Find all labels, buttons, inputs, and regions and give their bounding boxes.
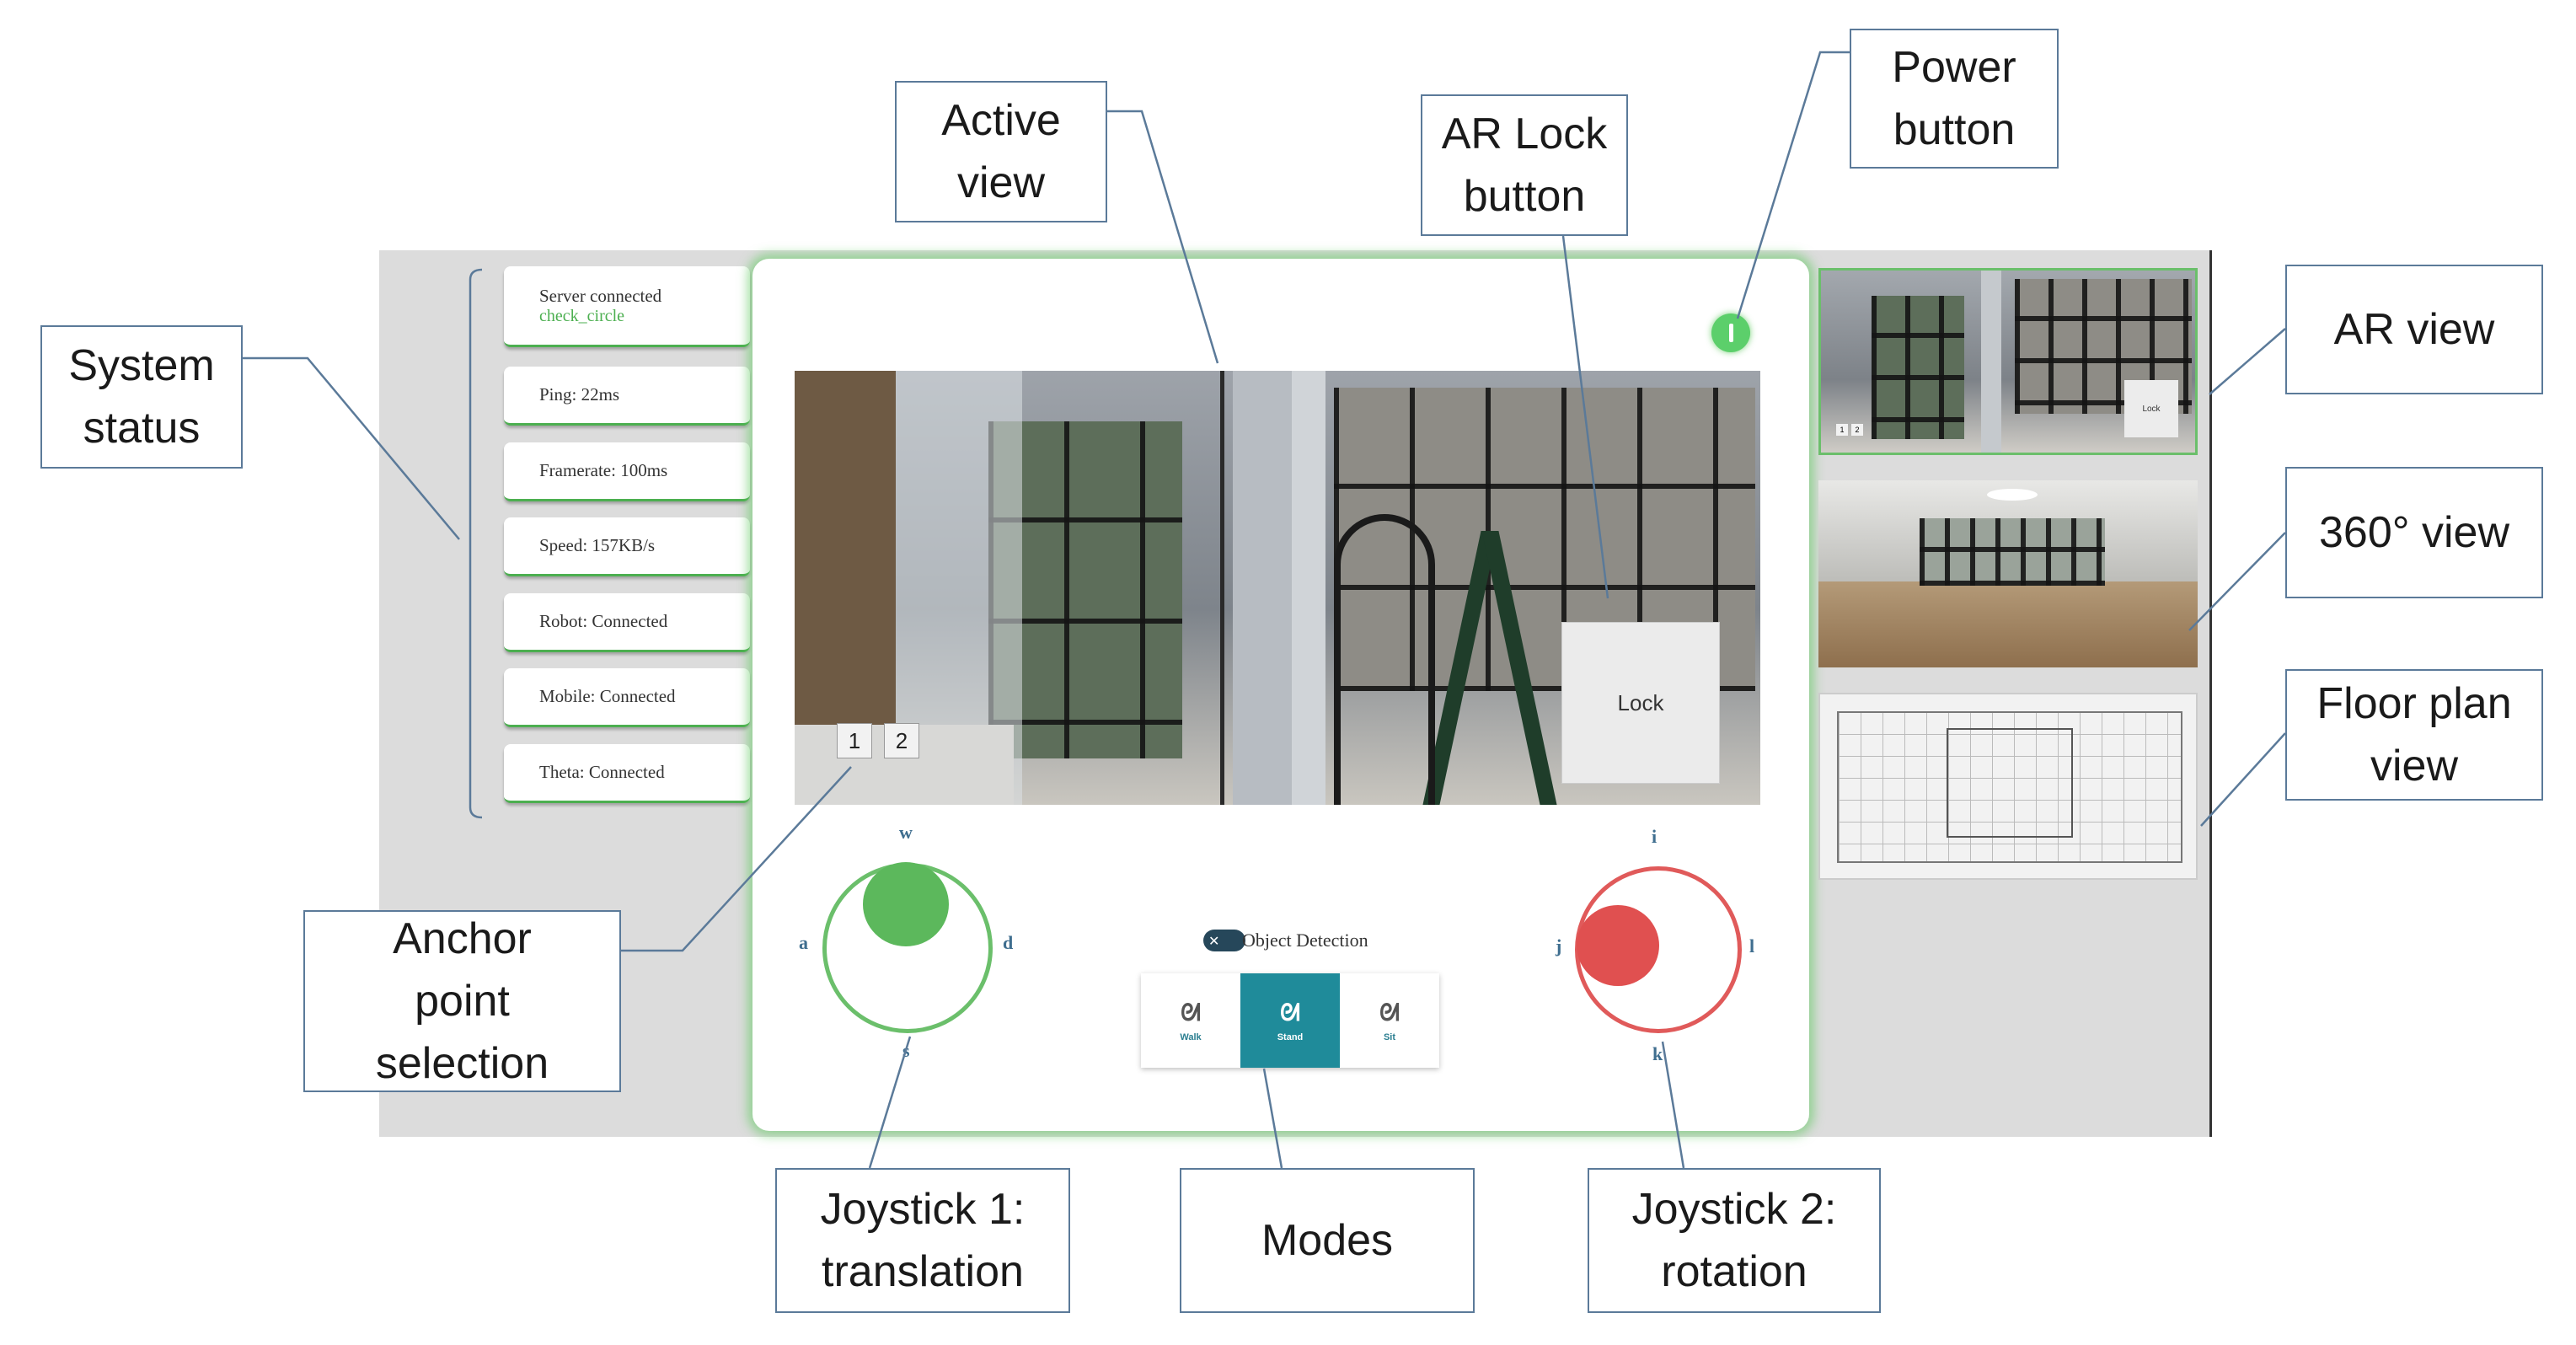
- callout-ar-lock-button: AR Lock button: [1421, 94, 1628, 236]
- leader-ar-view: [2209, 328, 2286, 395]
- view360-windows: [1920, 518, 2105, 586]
- joystick-key-j: j: [1556, 935, 1562, 957]
- mode-selector: ᘛ Walk ᘛ Stand ᘛ Sit: [1141, 973, 1439, 1068]
- mode-walk-button[interactable]: ᘛ Walk: [1141, 973, 1240, 1068]
- scene-column-2: [1292, 371, 1325, 805]
- status-ping: Ping: 22ms: [504, 367, 750, 426]
- object-detection-label: Object Detection: [1242, 930, 1368, 951]
- power-button[interactable]: [1711, 313, 1750, 352]
- status-speed-label: Speed: 157KB/s: [539, 535, 656, 555]
- joystick-translation-knob[interactable]: [863, 862, 949, 946]
- status-robot-label: Robot: Connected: [539, 611, 668, 631]
- callout-active-view: Active view: [895, 81, 1107, 222]
- status-theta-label: Theta: Connected: [539, 762, 665, 782]
- callout-ar-view-text: AR view: [2333, 305, 2495, 354]
- callout-anchor-text: Anchor point selection: [375, 914, 549, 1088]
- anchor-point-1-button[interactable]: 1: [837, 723, 872, 758]
- joystick-key-d: d: [1003, 932, 1014, 953]
- status-mobile: Mobile: Connected: [504, 668, 750, 727]
- callout-modes-text: Modes: [1261, 1216, 1394, 1265]
- status-server: Server connected check_circle: [504, 266, 750, 347]
- floor-plan-core: [1947, 728, 2073, 838]
- callout-360-view-text: 360° view: [2318, 508, 2510, 557]
- callout-joystick-2: Joystick 2: rotation: [1588, 1168, 1881, 1313]
- ar-thumb-anchor-1: 1: [1836, 424, 1848, 436]
- status-framerate-label: Framerate: 100ms: [539, 460, 668, 480]
- callout-power-button: Power button: [1850, 29, 2059, 169]
- floor-plan-thumbnail[interactable]: [1818, 693, 2198, 880]
- callout-joystick-1-text: Joystick 1: translation: [820, 1185, 1026, 1296]
- joystick-rotation-knob[interactable]: [1577, 905, 1659, 986]
- ar-thumb-column: [1981, 271, 2001, 453]
- joystick-key-s: s: [902, 1040, 910, 1061]
- scene-view-seam: [1220, 371, 1224, 805]
- walk-icon: ᘛ: [1181, 999, 1201, 1026]
- callout-360-view: 360° view: [2285, 467, 2543, 598]
- callout-modes: Modes: [1180, 1168, 1475, 1313]
- object-detection-toggle[interactable]: ✕: [1203, 930, 1245, 951]
- status-ping-label: Ping: 22ms: [539, 384, 620, 405]
- app-right-edge: [2209, 250, 2212, 1137]
- joystick-key-k: k: [1652, 1043, 1663, 1064]
- anchor-point-2-button[interactable]: 2: [884, 723, 919, 758]
- callout-floor-plan-text: Floor plan view: [2316, 679, 2512, 790]
- mode-stand-label: Stand: [1277, 1032, 1304, 1042]
- status-speed: Speed: 157KB/s: [504, 517, 750, 576]
- callout-anchor-point-selection: Anchor point selection: [303, 910, 621, 1092]
- view-360-thumbnail[interactable]: [1818, 480, 2198, 667]
- ar-thumb-anchor-2: 2: [1851, 424, 1863, 436]
- dog-sit-icon: ᘛ: [1379, 999, 1400, 1026]
- status-server-label: Server connected: [539, 285, 662, 306]
- mode-stand-button[interactable]: ᘛ Stand: [1240, 973, 1340, 1068]
- ar-thumb-window: [1872, 296, 1964, 439]
- callout-floor-plan-view: Floor plan view: [2285, 669, 2543, 801]
- callout-power-text: Power button: [1892, 43, 2016, 154]
- status-framerate: Framerate: 100ms: [504, 442, 750, 501]
- mode-sit-button[interactable]: ᘛ Sit: [1340, 973, 1439, 1068]
- scene-dolly: [1334, 514, 1435, 805]
- status-theta: Theta: Connected: [504, 744, 750, 803]
- ar-view-thumbnail[interactable]: Lock 1 2: [1818, 268, 2198, 455]
- status-robot: Robot: Connected: [504, 593, 750, 652]
- joystick-key-l: l: [1749, 935, 1755, 957]
- status-mobile-label: Mobile: Connected: [539, 686, 676, 706]
- callout-system-status: System status: [40, 325, 243, 469]
- joystick-key-w: w: [899, 822, 913, 843]
- joystick-key-a: a: [799, 932, 808, 953]
- callout-ar-view: AR view: [2285, 265, 2543, 394]
- ar-thumb-window-2: [2015, 279, 2192, 414]
- callout-active-view-text: Active view: [941, 96, 1061, 207]
- joystick-key-i: i: [1652, 826, 1658, 847]
- mode-walk-label: Walk: [1180, 1032, 1202, 1042]
- dog-stand-icon: ᘛ: [1280, 999, 1300, 1026]
- toggle-x-icon: ✕: [1208, 932, 1220, 949]
- check-circle-icon: check_circle: [539, 306, 625, 325]
- leader-floor-plan: [2200, 732, 2286, 827]
- mode-sit-label: Sit: [1383, 1032, 1396, 1042]
- view360-floor: [1818, 581, 2198, 667]
- ar-thumb-lock: Lock: [2124, 380, 2178, 437]
- callout-joystick-2-text: Joystick 2: rotation: [1631, 1185, 1837, 1296]
- callout-system-status-text: System status: [68, 341, 215, 453]
- callout-joystick-1: Joystick 1: translation: [775, 1168, 1070, 1313]
- view360-light: [1987, 489, 2038, 501]
- callout-ar-lock-text: AR Lock button: [1441, 110, 1608, 221]
- ar-lock-button[interactable]: Lock: [1561, 622, 1720, 784]
- scene-column: [1233, 371, 1292, 805]
